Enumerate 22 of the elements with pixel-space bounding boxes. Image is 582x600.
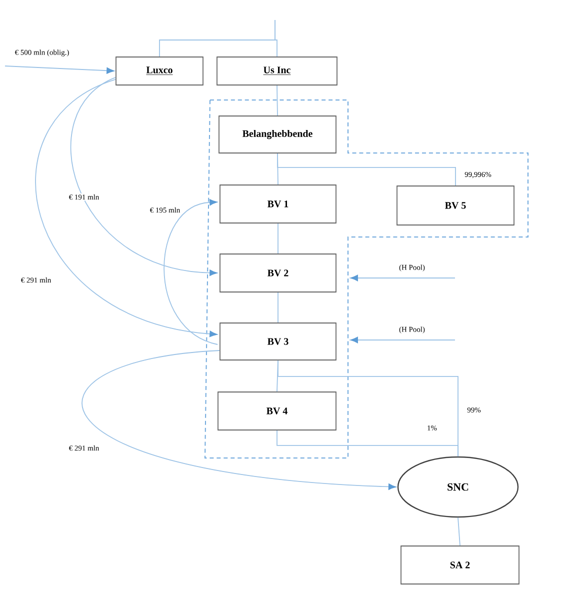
entity-box: Us Inc [216, 56, 338, 86]
entity-box: BV 5 [396, 186, 514, 226]
connector [276, 430, 458, 457]
entity-box: Luxco [116, 56, 204, 86]
connector [164, 199, 218, 345]
connector [277, 153, 456, 186]
entity-box: BV 1 [220, 184, 336, 224]
connector [350, 336, 456, 344]
connector [274, 20, 278, 57]
entity-box: BV 2 [220, 254, 336, 292]
connector [458, 517, 460, 546]
connector [35, 79, 218, 338]
connector [276, 85, 278, 116]
connector [70, 77, 218, 276]
entity-box: BV 4 [218, 392, 336, 430]
entity-box: Belanghebbende [218, 116, 336, 154]
entity-box: BV 3 [220, 322, 336, 360]
dashed-group-outline [204, 100, 528, 458]
connector [350, 274, 456, 282]
connector [82, 350, 396, 490]
entity-box: SA 2 [400, 546, 520, 584]
connector [4, 66, 114, 74]
